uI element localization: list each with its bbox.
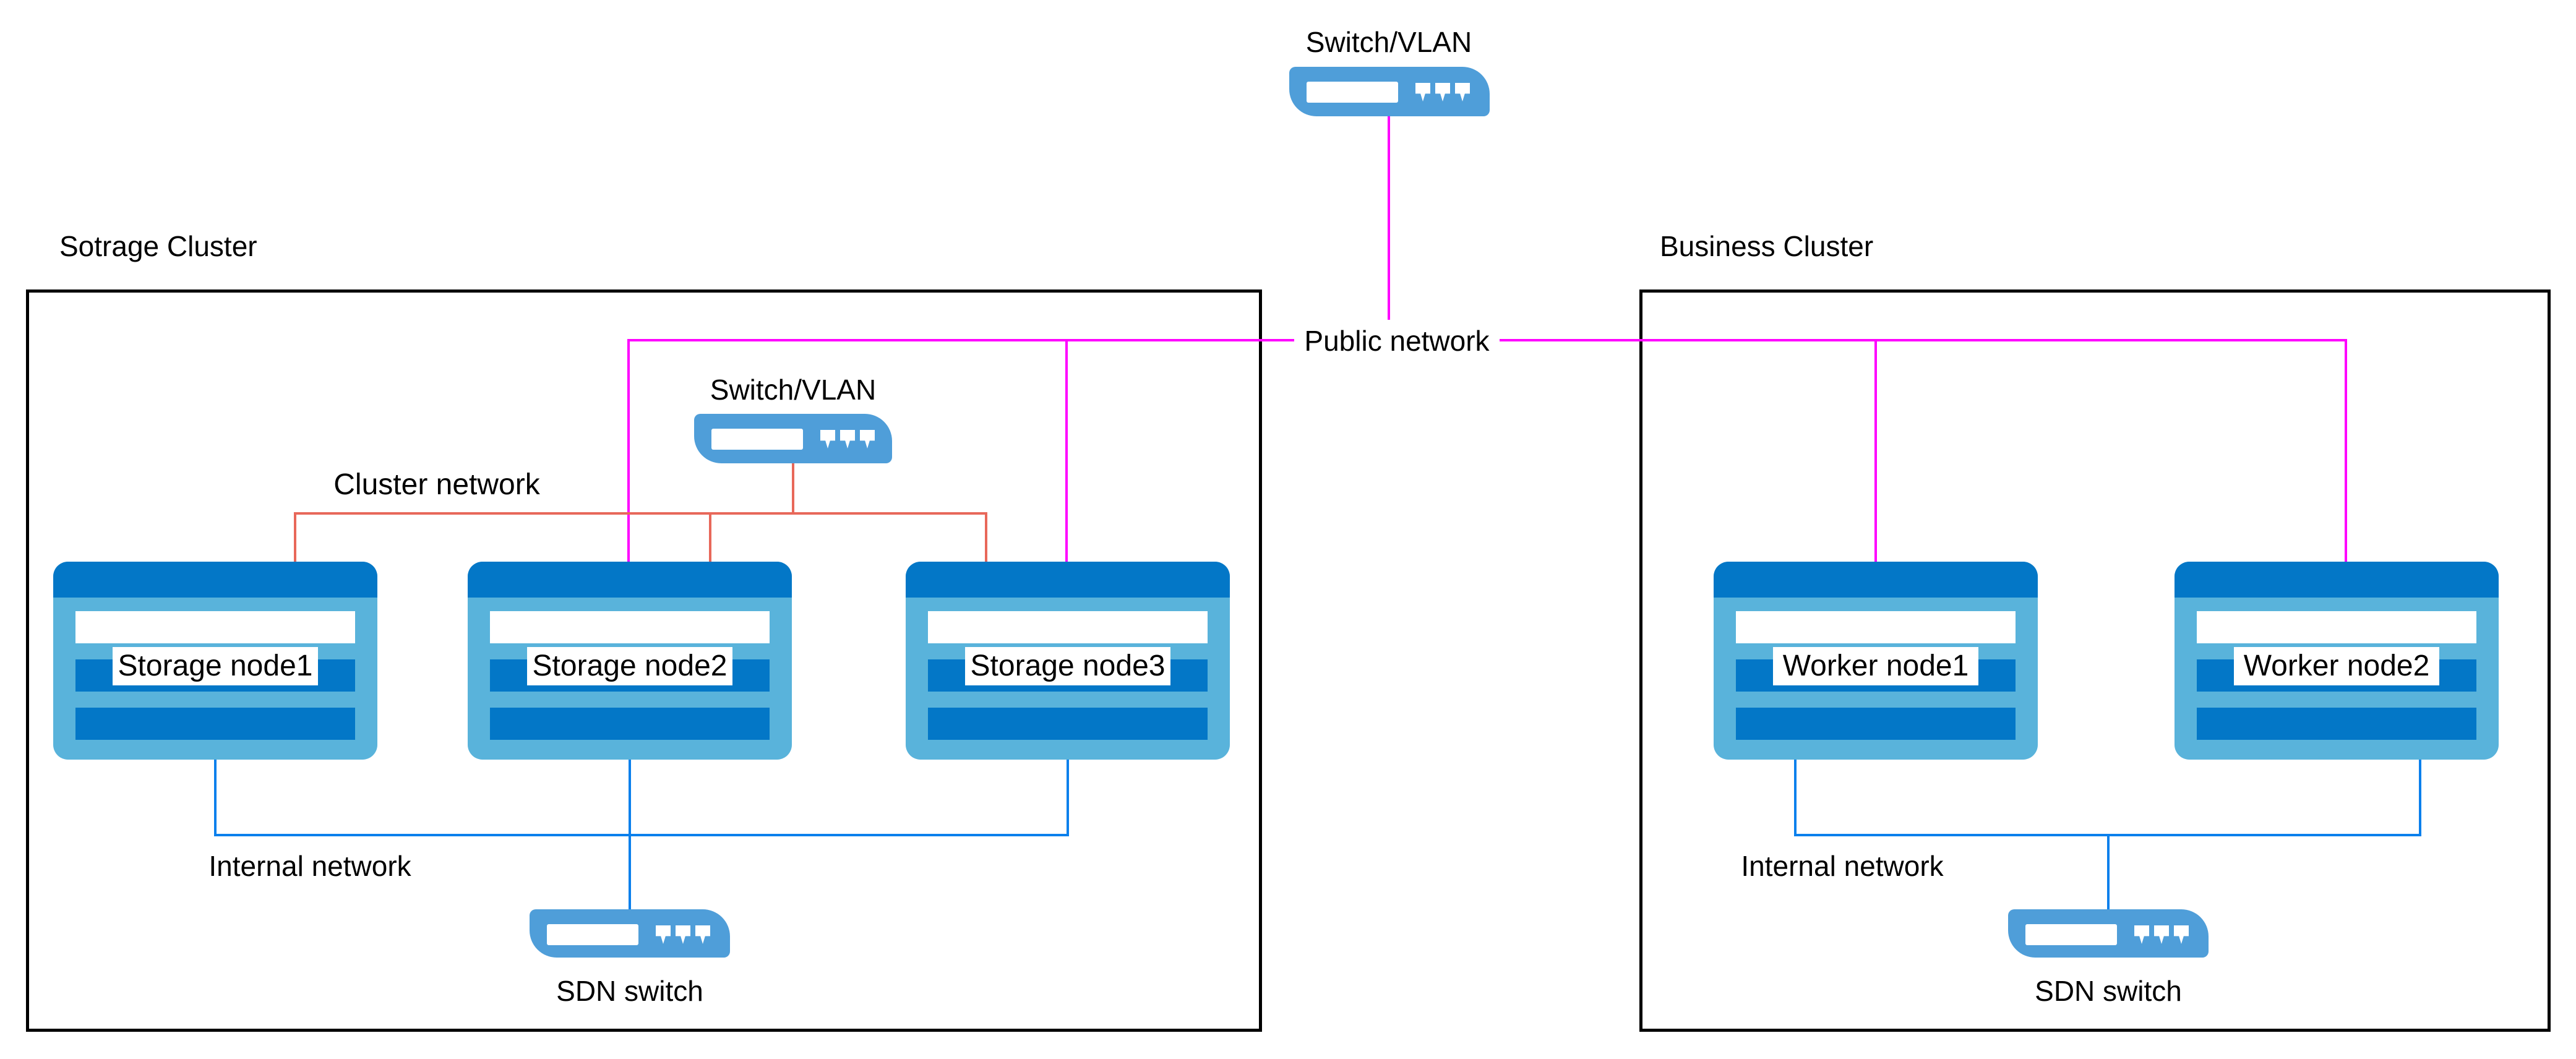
public-network-drop-worker-node1 (1874, 339, 1877, 563)
switch-port-icon (656, 925, 671, 944)
switch-port-icon (2174, 925, 2189, 944)
switch-port-icon (820, 430, 835, 448)
switch-display (711, 429, 803, 450)
storage-node1: Storage node1 (53, 562, 377, 760)
internal-network-drop-worker-node1 (1794, 760, 1797, 836)
cluster-network-switch-drop (792, 463, 794, 513)
switch-port-icon (1435, 83, 1450, 101)
switch-display (547, 924, 638, 945)
node-header-bar (53, 562, 377, 598)
node-drive-bar (2197, 708, 2476, 740)
internal-network-sdn-drop-business (2107, 834, 2110, 909)
cluster-network-drop-node3 (985, 512, 987, 562)
worker-node2: Worker node2 (2175, 562, 2499, 760)
internal-network-drop-worker-node2 (2419, 760, 2421, 836)
node-display-slot (2197, 611, 2476, 643)
switch-port-icon (1415, 83, 1430, 101)
switch-port-icon (860, 430, 875, 448)
node-drive-bar (490, 708, 770, 740)
internal-network-label-storage: Internal network (208, 850, 411, 882)
storage-switch-label: Switch/VLAN (710, 374, 877, 406)
switch-display (2025, 924, 2117, 945)
node-drive-bar (1736, 708, 2016, 740)
node-display-slot (1736, 611, 2016, 643)
business-cluster-box (1639, 289, 2551, 1032)
business-sdn-switch-label: SDN switch (2035, 975, 2182, 1007)
business-cluster-title: Business Cluster (1660, 230, 1874, 262)
storage-sdn-switch-label: SDN switch (556, 975, 703, 1007)
storage-cluster-title: Sotrage Cluster (59, 230, 257, 262)
storage-node2-label: Storage node2 (527, 647, 732, 685)
cluster-network-drop-node1 (294, 512, 296, 562)
storage-switch-icon (694, 414, 892, 463)
node-drive-bar (75, 708, 355, 740)
internal-network-label-business: Internal network (1741, 850, 1944, 882)
storage-node2: Storage node2 (468, 562, 792, 760)
public-network-drop-storage-node3 (1065, 339, 1068, 563)
switch-port-icon (2154, 925, 2169, 944)
worker-node1-label: Worker node1 (1773, 647, 1978, 685)
node-drive-bar (928, 708, 1208, 740)
node-header-bar (2175, 562, 2499, 598)
worker-node1: Worker node1 (1714, 562, 2038, 760)
cluster-network-drop-node2 (709, 512, 711, 562)
business-sdn-switch-icon (2008, 909, 2209, 958)
storage-node1-label: Storage node1 (113, 647, 318, 685)
public-network-label: Public network (1294, 320, 1500, 362)
internal-network-drop-storage-node3 (1067, 760, 1069, 836)
node-display-slot (928, 611, 1208, 643)
internal-network-drop-storage-node2-sdn (629, 760, 631, 909)
cluster-network-label: Cluster network (333, 468, 540, 501)
storage-cluster-box (26, 289, 1262, 1032)
worker-node2-label: Worker node2 (2234, 647, 2439, 685)
storage-node3: Storage node3 (906, 562, 1230, 760)
storage-node3-label: Storage node3 (965, 647, 1170, 685)
internal-network-line-storage (214, 834, 1069, 836)
public-network-drop-storage-node2 (627, 339, 630, 563)
switch-port-icon (1455, 83, 1470, 101)
top-switch-label: Switch/VLAN (1305, 26, 1472, 58)
switch-port-icon (2134, 925, 2149, 944)
node-display-slot (490, 611, 770, 643)
switch-port-icon (695, 925, 710, 944)
internal-network-drop-storage-node1 (214, 760, 217, 836)
public-network-line-top-drop (1388, 116, 1390, 340)
node-header-bar (1714, 562, 2038, 598)
node-header-bar (906, 562, 1230, 598)
cluster-network-line-horizontal (294, 512, 987, 515)
switch-display (1307, 82, 1398, 103)
node-display-slot (75, 611, 355, 643)
node-header-bar (468, 562, 792, 598)
switch-port-icon (840, 430, 855, 448)
top-switch-icon (1289, 67, 1490, 116)
storage-sdn-switch-icon (530, 909, 730, 958)
public-network-drop-worker-node2 (2345, 339, 2347, 563)
switch-port-icon (676, 925, 690, 944)
